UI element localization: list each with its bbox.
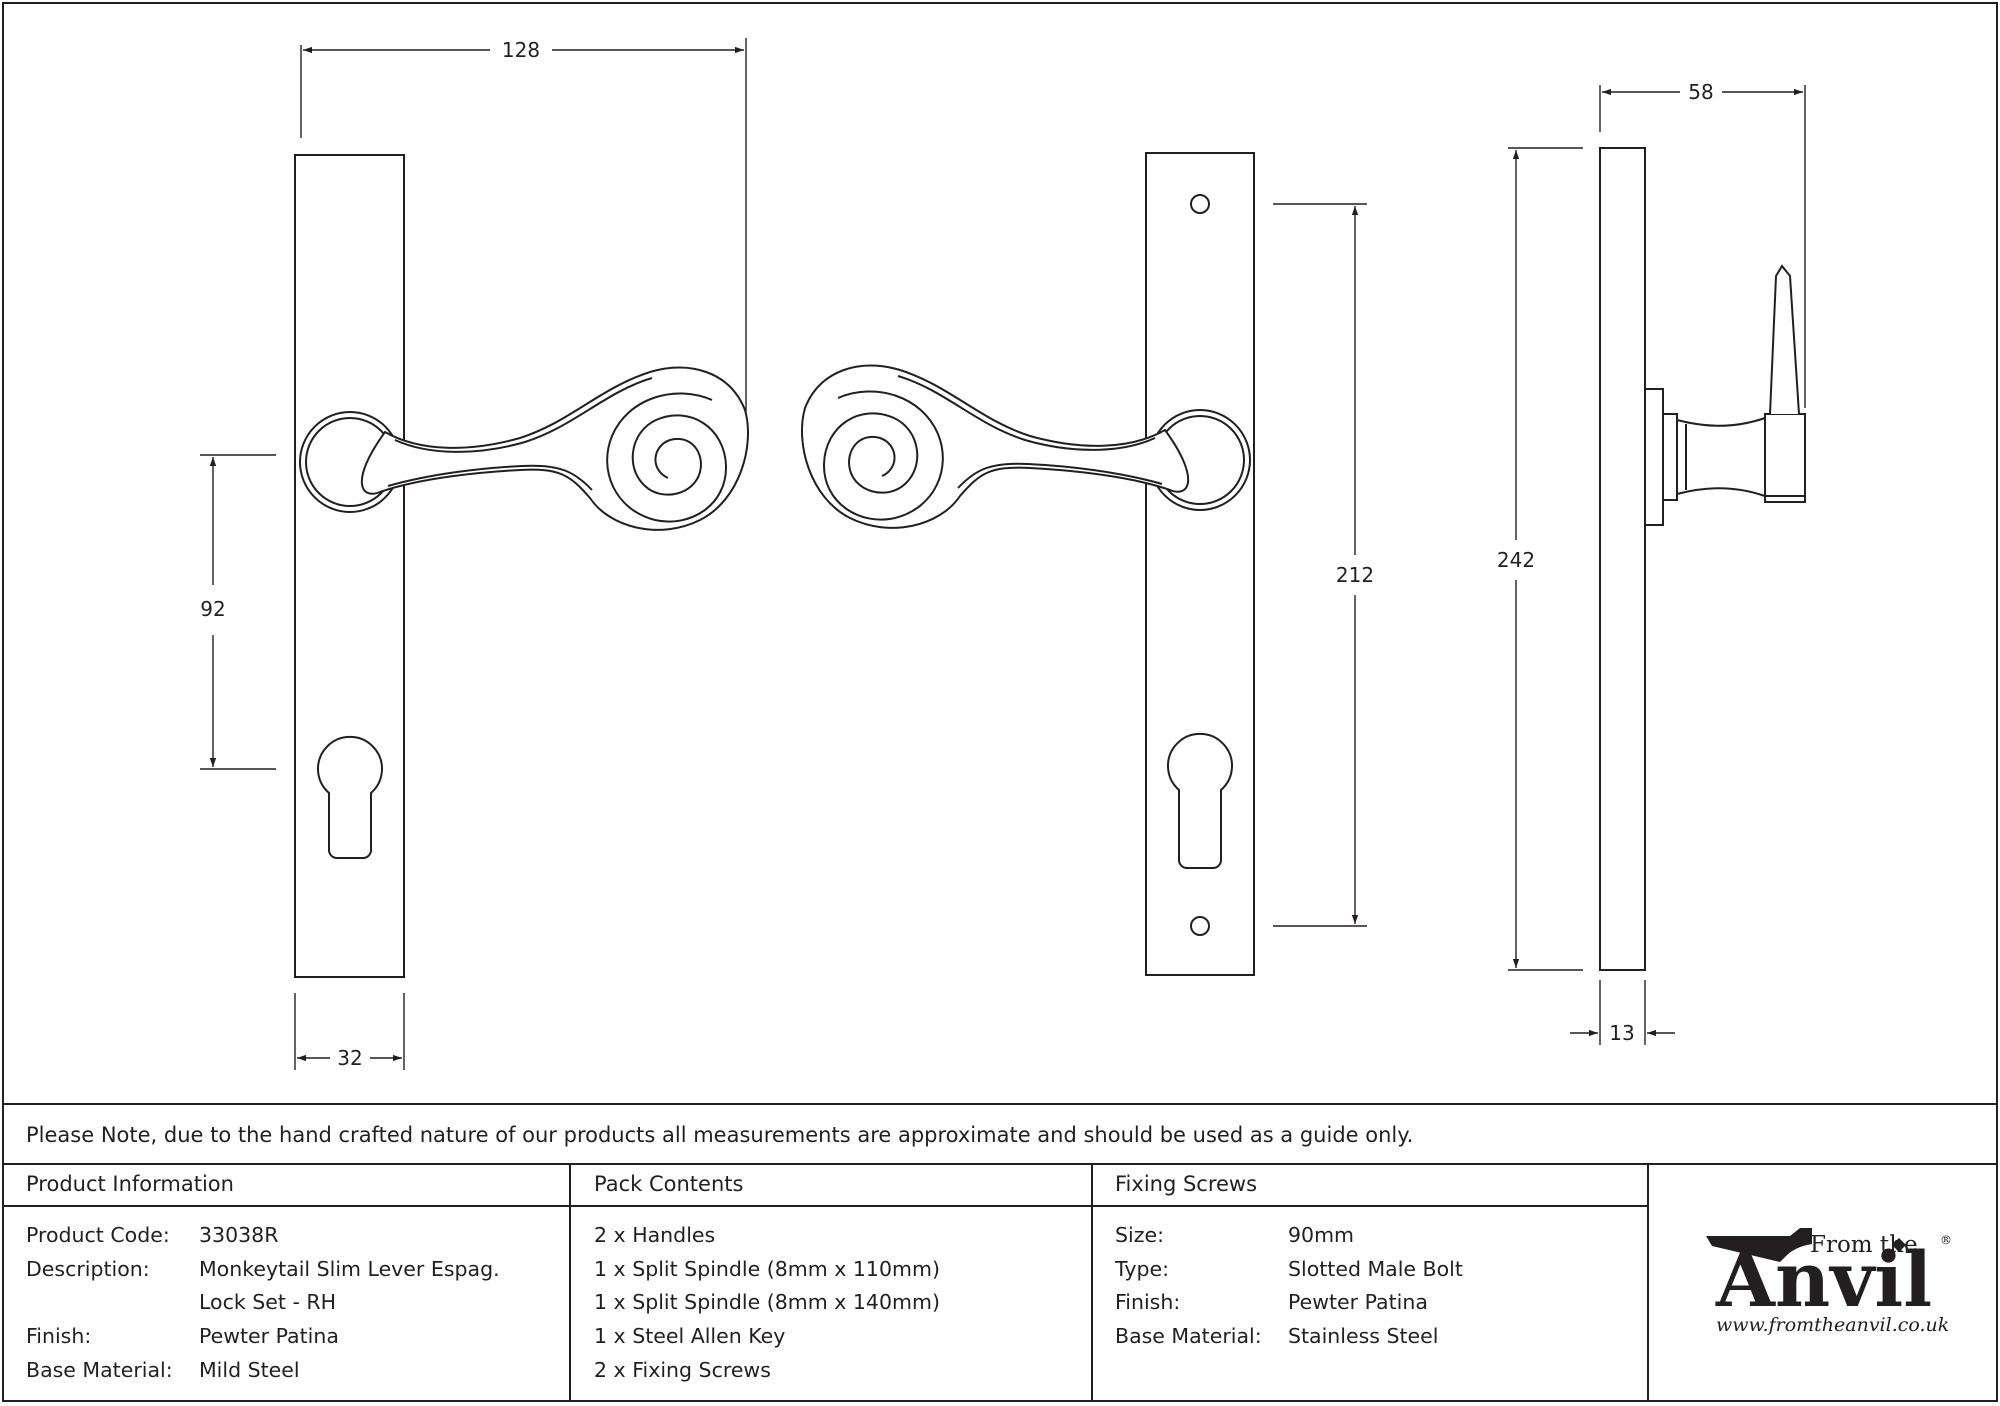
side-backplate (1599, 147, 1646, 971)
right-lever-arm (801, 364, 1190, 529)
screw-finish-label: Finish: (1115, 1290, 1180, 1314)
title-block (3, 1103, 1997, 1401)
pack-item: 1 x Split Spindle (8mm x 140mm) (594, 1290, 940, 1314)
left-euro-cylinder-cutout (317, 735, 383, 859)
dim-plate-depth: 13 (1609, 1021, 1634, 1045)
logo-anvil-wordmark: Anvil (1715, 1235, 1932, 1324)
dimension-lines (200, 38, 1806, 1070)
pack-item: 2 x Handles (594, 1223, 715, 1247)
from-the-anvil-logo: From the ® Anvil www.fromtheanvil.co.uk (1706, 1228, 1952, 1336)
screw-material-label: Base Material: (1115, 1324, 1262, 1348)
right-top-fixing-hole (1190, 194, 1210, 214)
description-label: Description: (26, 1257, 150, 1281)
finish-value: Pewter Patina (199, 1324, 339, 1348)
base-material-label: Base Material: (26, 1358, 173, 1382)
dim-overall-width: 128 (502, 38, 540, 62)
dimension-labels: 128 32 92 212 242 58 13 (200, 38, 1713, 1070)
left-lever-arm (360, 366, 749, 531)
side-lever-neck (1676, 416, 1766, 498)
finish-label: Finish: (26, 1324, 91, 1348)
dim-plate-height: 242 (1497, 548, 1535, 572)
dim-lever-to-cylinder: 92 (200, 597, 225, 621)
screw-finish-value: Pewter Patina (1288, 1290, 1428, 1314)
anvil-icon (1706, 1228, 1812, 1262)
dim-plate-width: 32 (337, 1046, 362, 1070)
fixing-screws-rows: Size: 90mm Type: Slotted Male Bolt Finis… (1114, 1223, 1463, 1348)
dim-fixing-centres: 212 (1336, 563, 1374, 587)
screw-size-value: 90mm (1288, 1223, 1354, 1247)
screw-type-label: Type: (1114, 1257, 1169, 1281)
side-lever-grip (1764, 413, 1806, 503)
left-handle-front-view (294, 154, 749, 978)
pack-item: 1 x Split Spindle (8mm x 110mm) (594, 1257, 940, 1281)
logo-registered-mark: ® (1940, 1233, 1952, 1247)
pack-item: 2 x Fixing Screws (594, 1358, 771, 1382)
right-bottom-fixing-hole (1190, 916, 1210, 936)
base-material-value: Mild Steel (199, 1358, 300, 1382)
description-value: Monkeytail Slim Lever Espag. (199, 1257, 500, 1281)
measurement-note: Please Note, due to the hand crafted nat… (26, 1123, 1413, 1147)
right-handle-front-view (801, 152, 1255, 976)
product-info-rows: Product Code: 33038R Description: Monkey… (26, 1223, 500, 1382)
diamond-icon (1892, 1238, 1906, 1252)
left-monkeytail-spiral (606, 392, 728, 523)
side-lever-tail (1769, 264, 1800, 415)
fixing-screws-heading: Fixing Screws (1115, 1172, 1257, 1196)
right-monkeytail-spiral (822, 390, 944, 521)
screw-material-value: Stainless Steel (1288, 1324, 1438, 1348)
pack-item: 1 x Steel Allen Key (594, 1324, 785, 1348)
logo-url: www.fromtheanvil.co.uk (1716, 1314, 1949, 1336)
pack-contents-list: 2 x Handles 1 x Split Spindle (8mm x 110… (594, 1223, 940, 1382)
product-code-label: Product Code: (26, 1223, 170, 1247)
product-info-heading: Product Information (26, 1172, 234, 1196)
side-view (1599, 147, 1806, 971)
side-rose (1644, 388, 1664, 526)
product-code-value: 33038R (199, 1223, 278, 1247)
screw-type-value: Slotted Male Bolt (1288, 1257, 1463, 1281)
pack-contents-heading: Pack Contents (594, 1172, 743, 1196)
right-euro-cylinder-cutout (1167, 732, 1233, 869)
dim-projection: 58 (1688, 80, 1713, 104)
description-value-line2: Lock Set - RH (199, 1290, 336, 1314)
screw-size-label: Size: (1115, 1223, 1164, 1247)
